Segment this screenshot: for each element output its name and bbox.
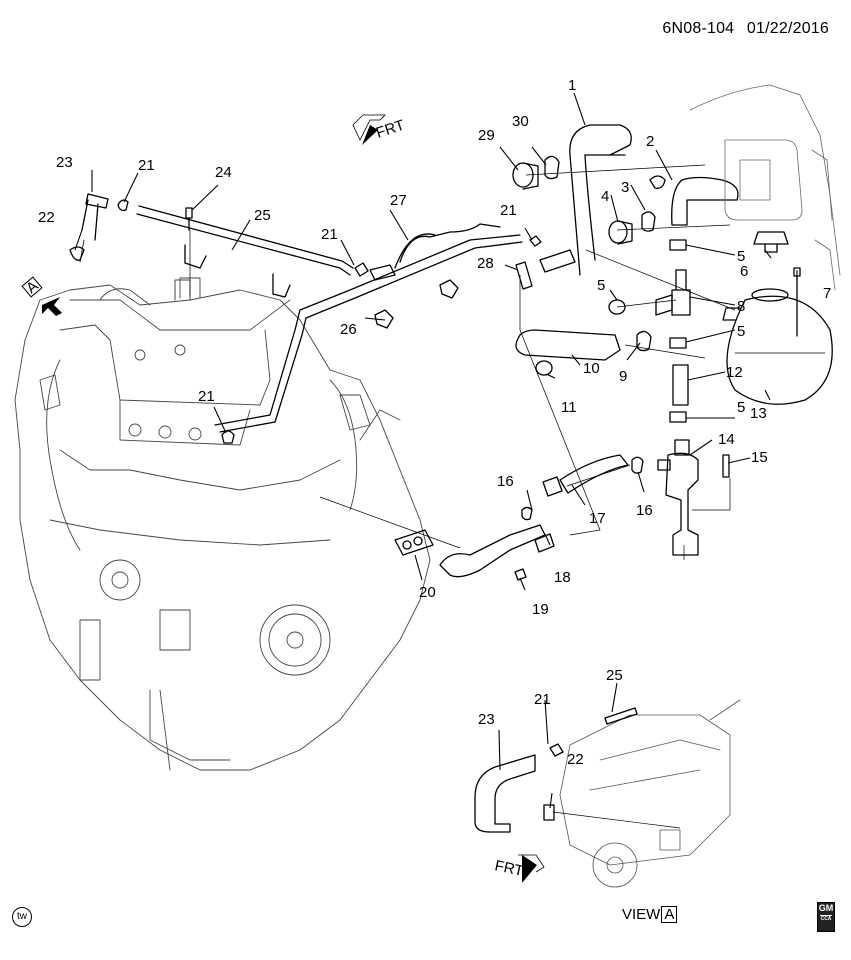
callout-10: 10	[583, 360, 600, 377]
callout-21: 21	[500, 202, 517, 219]
gm-logo-text: GM	[818, 903, 834, 913]
hose-1	[569, 124, 632, 276]
diagram-header: 6N08-104 01/22/2016	[654, 20, 829, 38]
callout-15: 15	[751, 449, 768, 466]
callout-5: 5	[737, 248, 745, 265]
callout-9: 9	[619, 368, 627, 385]
callout-20: 20	[419, 584, 436, 601]
front-arrow-bottom: FRT	[493, 854, 545, 883]
pipe-25-top	[136, 205, 354, 298]
gm-logo: GM CCA	[817, 902, 835, 932]
callout-labels: 1 2 3 4 5 5 5 5 6 7 8 9 10 11 12 13 14 1…	[38, 77, 831, 768]
pipe-27	[214, 223, 523, 433]
front-arrow-top: FRT	[352, 114, 407, 145]
callout-5: 5	[597, 277, 605, 294]
view-a-arrow: A	[21, 276, 62, 316]
hose-23-top	[79, 193, 109, 263]
view-callout-22: 22	[567, 751, 584, 768]
callout-8: 8	[737, 298, 745, 315]
callout-27: 27	[390, 192, 407, 209]
callout-11: 11	[561, 399, 577, 416]
view-label: VIEW	[622, 906, 661, 923]
diagram-date: 01/22/2016	[746, 20, 829, 37]
view-callout-21: 21	[534, 691, 551, 708]
callout-28: 28	[477, 255, 494, 272]
callout-24: 24	[215, 164, 232, 181]
callout-16: 16	[636, 502, 653, 519]
diagram-id: 6N08-104	[662, 20, 735, 37]
view-callout-25: 25	[606, 667, 623, 684]
callout-30: 30	[512, 113, 529, 130]
callout-2: 2	[646, 133, 654, 150]
coolant-reservoir	[722, 288, 833, 405]
callout-18: 18	[554, 569, 571, 586]
callout-25: 25	[254, 207, 271, 224]
callout-3: 3	[621, 179, 629, 196]
tw-mark: tw	[12, 907, 32, 927]
frt-label-top: FRT	[374, 117, 407, 142]
view-a-engine	[559, 699, 741, 888]
callout-14: 14	[718, 431, 735, 448]
callout-7: 7	[823, 285, 831, 302]
view-letter-box: A	[661, 906, 678, 923]
callout-29: 29	[478, 127, 495, 144]
callout-12: 12	[726, 364, 743, 381]
callout-1: 1	[568, 77, 576, 94]
callout-13: 13	[750, 405, 767, 422]
aux-pump	[657, 439, 699, 556]
callout-5: 5	[737, 323, 745, 340]
view-callout-23: 23	[478, 711, 495, 728]
callout-21: 21	[321, 226, 338, 243]
callout-4: 4	[601, 188, 609, 205]
callout-19: 19	[532, 601, 549, 618]
callout-21: 21	[198, 388, 215, 405]
callout-6: 6	[740, 263, 748, 280]
engine-assembly	[14, 277, 431, 771]
frt-label-bottom: FRT	[493, 857, 525, 880]
callout-5: 5	[737, 399, 745, 416]
callout-16: 16	[497, 473, 514, 490]
callout-26: 26	[340, 321, 357, 338]
gm-logo-sub: CCA	[820, 915, 832, 922]
view-a-letter: A	[23, 278, 42, 297]
body-panel	[689, 84, 841, 291]
callout-22: 22	[38, 209, 55, 226]
callout-23: 23	[56, 154, 73, 171]
callout-21: 21	[138, 157, 155, 174]
callout-17: 17	[589, 510, 606, 527]
